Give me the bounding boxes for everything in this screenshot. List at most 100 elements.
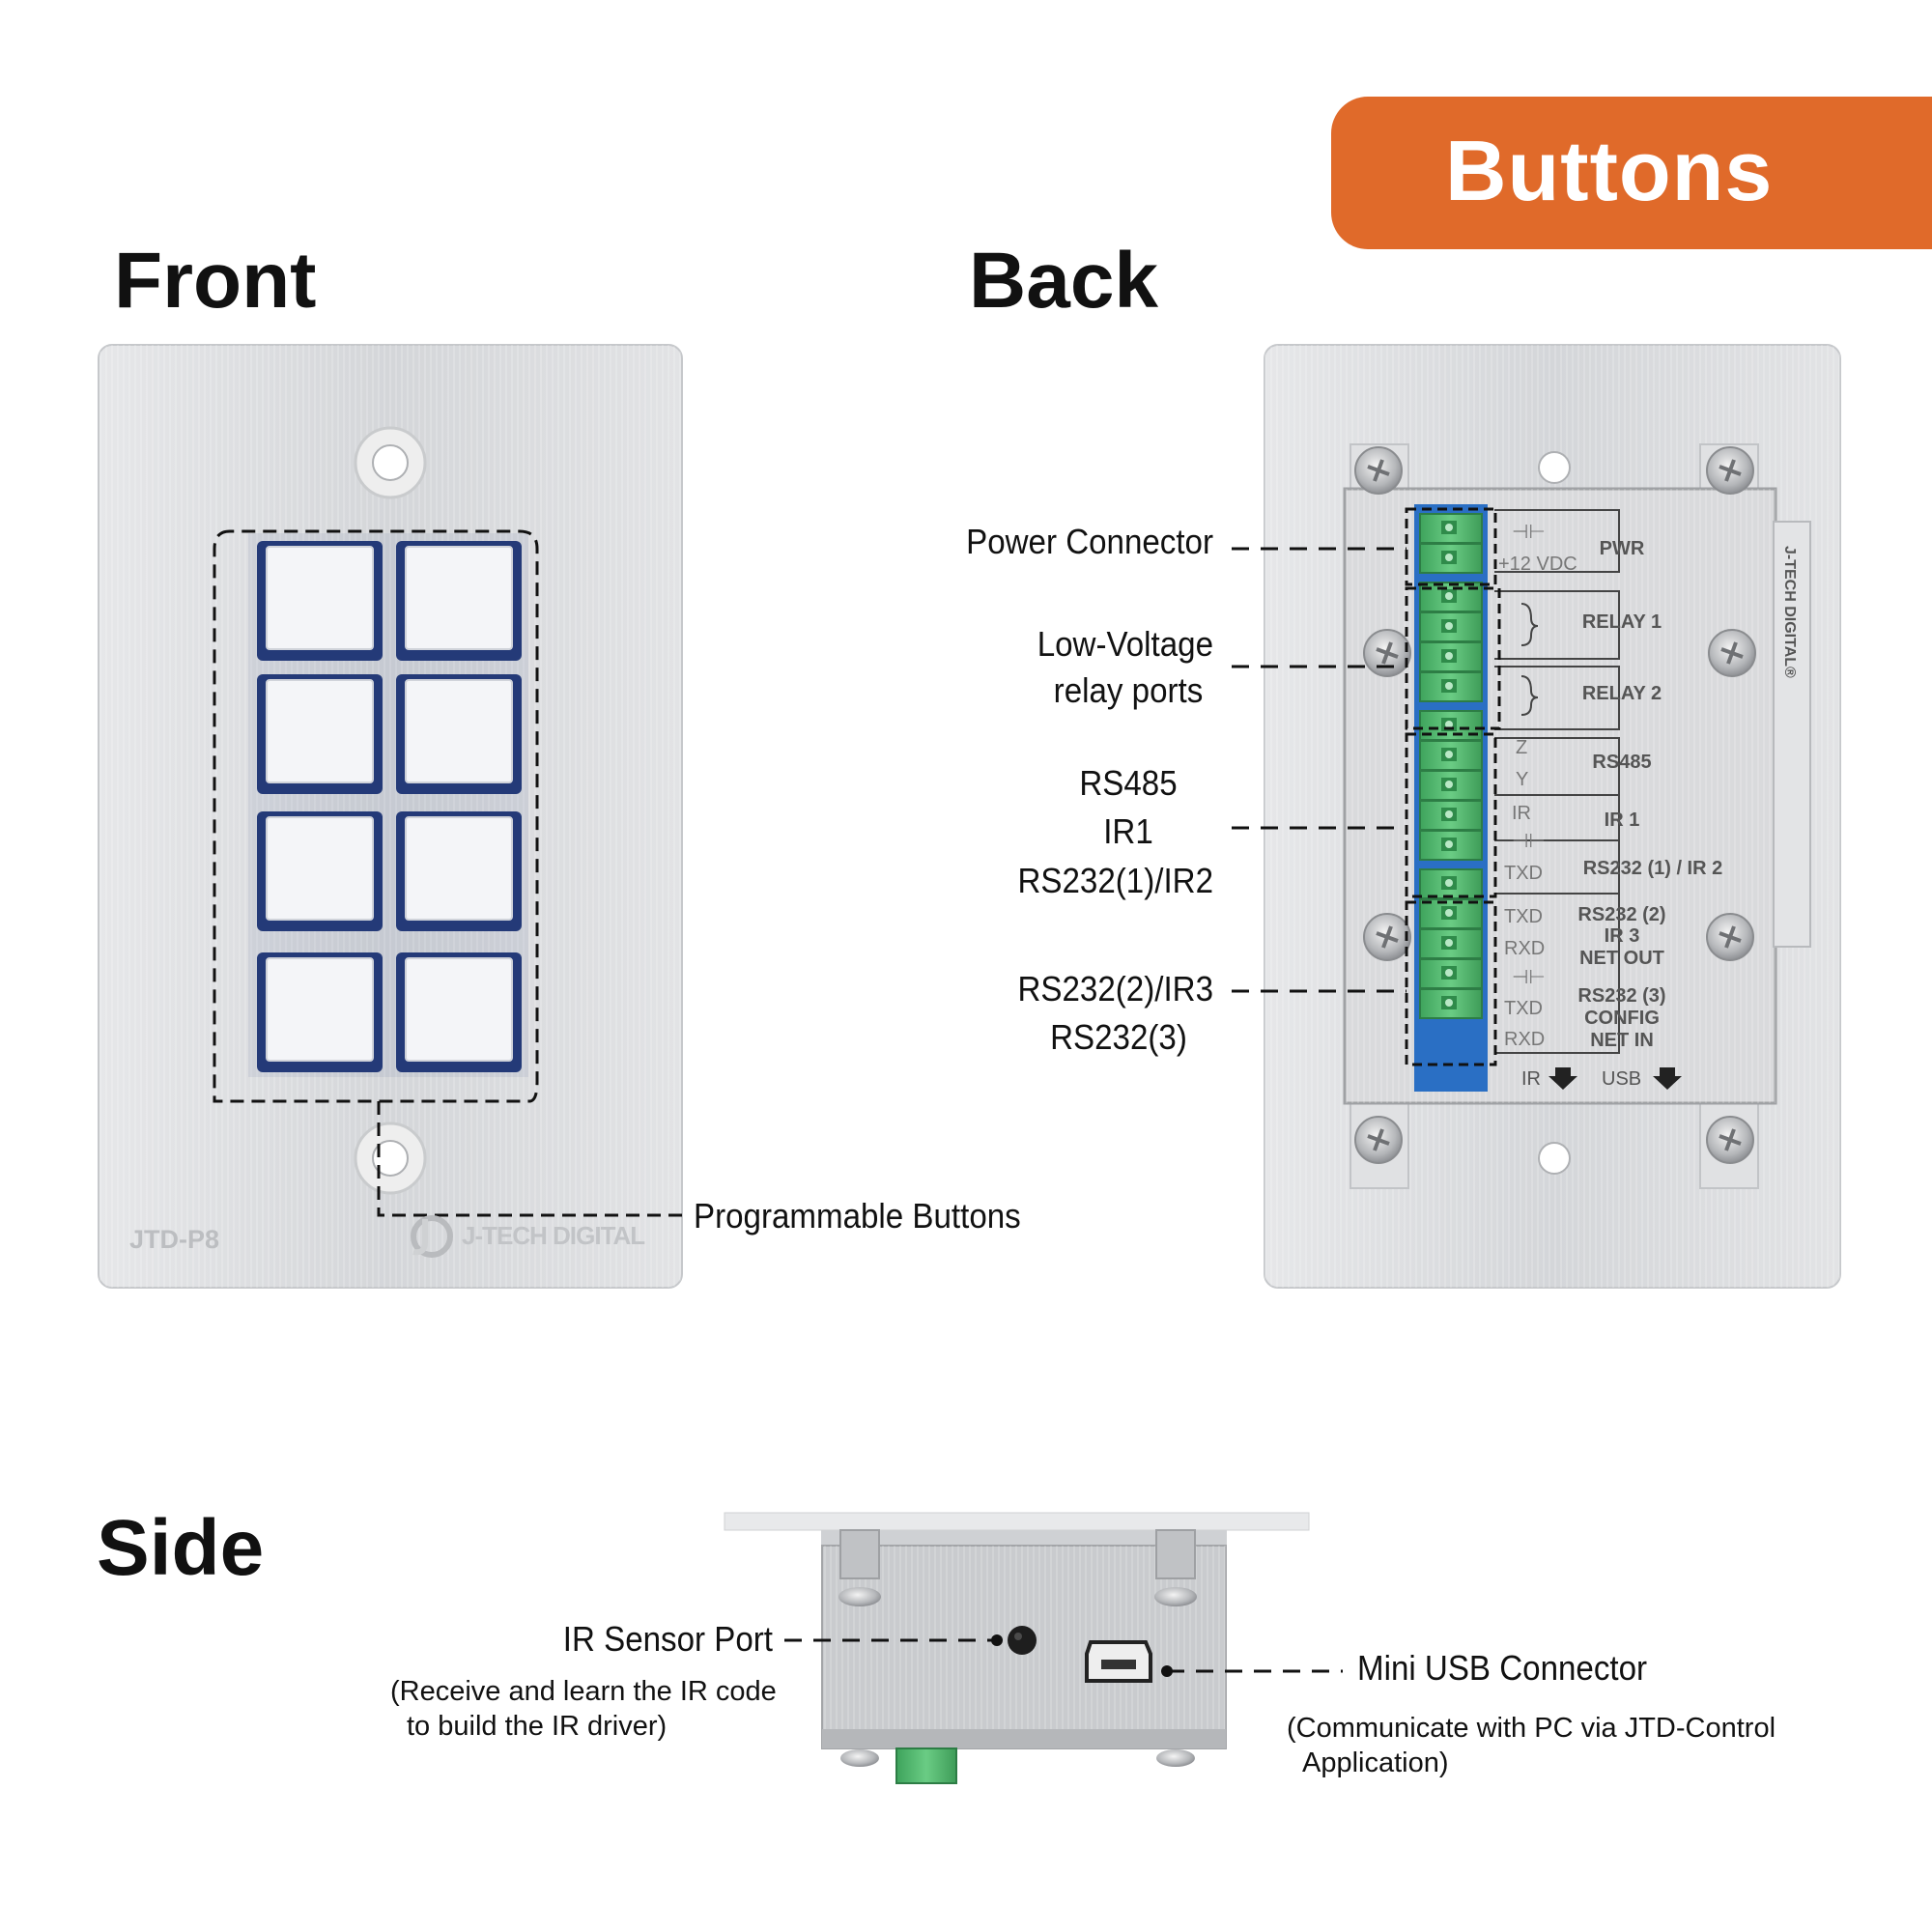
usb-note-line2: Application) xyxy=(1302,1747,1449,1778)
terminal-pin xyxy=(1419,898,1483,929)
terminal-screw-head xyxy=(1445,909,1453,917)
programmable-buttons-leader xyxy=(377,1101,688,1217)
programmable-button[interactable] xyxy=(405,546,513,650)
banner-label: Buttons xyxy=(1445,123,1774,218)
label-relay2: RELAY 2 xyxy=(1582,683,1662,704)
screw-slot xyxy=(1381,925,1393,949)
screw-slot xyxy=(1724,925,1736,949)
label-ir3: IR 3 xyxy=(1605,925,1640,947)
terminal-screw-head xyxy=(1445,592,1453,600)
programmable-button[interactable] xyxy=(266,957,374,1062)
label-rs232-2: RS232 (2) xyxy=(1577,904,1665,925)
label-z: Z xyxy=(1516,737,1527,758)
front-top-mount-hole xyxy=(354,426,427,499)
back-callout-leaders xyxy=(1232,547,1406,993)
ir-sensor-dot xyxy=(991,1634,1003,1646)
usb-down-arrow-icon xyxy=(1653,1067,1682,1090)
label-usb-arrow: USB xyxy=(1602,1068,1641,1090)
screw-slot xyxy=(1726,641,1738,665)
label-rs232-1: RS232 (1) / IR 2 xyxy=(1583,858,1723,879)
power-connector-callout: Power Connector xyxy=(966,522,1213,561)
label-config: CONFIG xyxy=(1584,1008,1660,1029)
relay-callout-line1: Low-Voltage xyxy=(1037,624,1213,664)
buttons-banner: Buttons xyxy=(1331,97,1932,249)
label-relay1: RELAY 1 xyxy=(1582,611,1662,633)
label-ground-1: ⊣⊢ xyxy=(1512,522,1546,543)
buttons-dashed-outline xyxy=(213,529,539,1103)
label-ir: IR xyxy=(1512,803,1531,824)
terminal-screw-head xyxy=(1445,751,1453,758)
terminal-screw-head xyxy=(1445,879,1453,887)
label-rxd-2: RXD xyxy=(1504,938,1545,959)
front-bottom-mount-hole xyxy=(354,1122,427,1195)
label-ir-arrow: IR xyxy=(1521,1068,1541,1090)
usb-dot xyxy=(1161,1665,1173,1677)
rs485-callout: RS485 xyxy=(1079,763,1178,803)
ir-sensor-port-icon xyxy=(1008,1626,1037,1655)
label-pwr: PWR xyxy=(1600,538,1645,559)
label-txd-1: TXD xyxy=(1504,863,1543,884)
label-rs232-3: RS232 (3) xyxy=(1577,985,1665,1007)
ir-sensor-title: IR Sensor Port xyxy=(562,1619,773,1659)
terminal-screw-head xyxy=(1445,682,1453,690)
programmable-button[interactable] xyxy=(266,679,374,783)
terminal-pin xyxy=(1419,770,1483,801)
terminal-screw-head xyxy=(1445,781,1453,788)
rs232-3-callout: RS232(3) xyxy=(1050,1017,1187,1057)
j-tech-logo-icon xyxy=(411,1215,453,1258)
back-side-brand: J-TECH DIGITAL® xyxy=(1781,546,1798,678)
terminal-screw-head xyxy=(1445,840,1453,848)
label-ground-2: ⊣⊢ xyxy=(1512,831,1546,852)
ir1-callout: IR1 xyxy=(1103,811,1153,851)
terminal-screw-head xyxy=(1445,939,1453,947)
screws-group xyxy=(1354,446,1756,1164)
relay-callout-line2: relay ports xyxy=(1053,670,1204,710)
label-rs485: RS485 xyxy=(1592,752,1651,773)
back-title: Back xyxy=(969,237,1159,325)
screw-slot xyxy=(1724,459,1736,482)
back-bottom-mount-hole xyxy=(1538,1142,1571,1175)
label-rxd-3: RXD xyxy=(1504,1029,1545,1050)
screw-slot xyxy=(1373,459,1384,482)
usb-title: Mini USB Connector xyxy=(1357,1648,1648,1688)
screw-slot xyxy=(1381,641,1393,665)
label-net-in: NET IN xyxy=(1590,1030,1654,1051)
programmable-buttons-group xyxy=(257,541,522,1072)
terminal-screw-head xyxy=(1445,810,1453,818)
screw-slot xyxy=(1373,1128,1384,1151)
programmable-button[interactable] xyxy=(405,957,513,1062)
label-12vdc: +12 VDC xyxy=(1498,554,1577,575)
front-brand-label: J-TECH DIGITAL xyxy=(462,1221,645,1250)
programmable-button[interactable] xyxy=(405,816,513,921)
terminal-screw-head xyxy=(1445,969,1453,977)
label-txd-2: TXD xyxy=(1504,906,1543,927)
terminal-block xyxy=(1419,513,1483,1019)
back-top-mount-hole xyxy=(1538,451,1571,484)
back-function-labels: PWR RELAY 1 RELAY 2 RS485 IR 1 RS232 (1)… xyxy=(1577,538,1722,1051)
terminal-group-outlines xyxy=(1405,507,1501,1066)
front-title: Front xyxy=(114,237,317,325)
label-ir1: IR 1 xyxy=(1605,810,1640,831)
rs232-2-callout: RS232(2)/IR3 xyxy=(1017,969,1213,1009)
programmable-buttons-callout: Programmable Buttons xyxy=(694,1196,1021,1236)
label-net-out: NET OUT xyxy=(1579,948,1664,969)
terminal-screw-head xyxy=(1445,554,1453,561)
front-model-label: JTD-P8 xyxy=(129,1225,220,1254)
back-label-lines xyxy=(1494,509,1620,1054)
ir-sensor-note-line2: to build the IR driver) xyxy=(407,1711,668,1742)
terminal-screw-head xyxy=(1445,721,1453,728)
terminal-screw-head xyxy=(1445,999,1453,1007)
ir-down-arrow-icon xyxy=(1548,1067,1577,1090)
back-port-arrows: IR USB xyxy=(1521,1067,1682,1090)
usb-note-line1: (Communicate with PC via JTD-Control xyxy=(1287,1713,1776,1744)
terminal-screw-head xyxy=(1445,622,1453,630)
label-ground-3: ⊣⊢ xyxy=(1512,967,1546,988)
mini-usb-port-icon xyxy=(1085,1640,1152,1683)
side-title: Side xyxy=(97,1504,265,1592)
label-y: Y xyxy=(1516,769,1528,790)
programmable-button[interactable] xyxy=(405,679,513,783)
programmable-button[interactable] xyxy=(266,816,374,921)
programmable-button[interactable] xyxy=(266,546,374,650)
back-terminal-labels: ⊣⊢ +12 VDC Z Y IR ⊣⊢ TXD TXD RXD ⊣⊢ TXD … xyxy=(1498,522,1577,1050)
